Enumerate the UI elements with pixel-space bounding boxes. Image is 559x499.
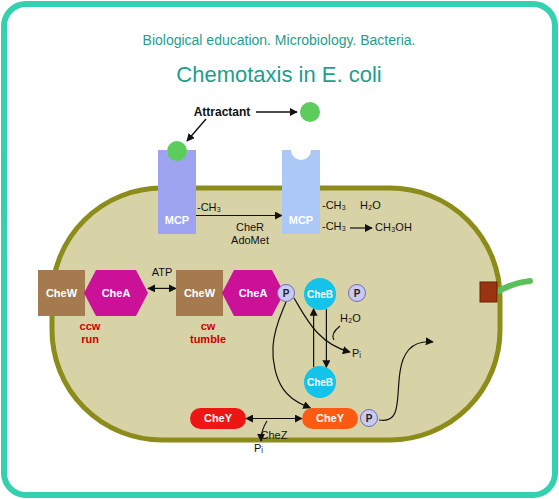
node-label: CheA [102, 287, 131, 299]
chemical-label: H₂O [360, 199, 381, 212]
node-label: CheY [204, 412, 232, 424]
node-label: P [283, 288, 290, 299]
phosphate-circle: P [348, 284, 366, 302]
node-label: MCP [289, 214, 313, 226]
hexagon-fill [84, 270, 148, 316]
node-label: P [366, 413, 373, 424]
state-label: ccw run [80, 320, 101, 346]
reaction-arrow [196, 215, 282, 216]
node-label: CheA [239, 287, 268, 299]
receptor-fill [282, 150, 320, 234]
state-label: cw tumble [190, 320, 226, 346]
node-label: P [354, 288, 361, 299]
chey-protein: CheY [190, 408, 246, 429]
pointer-arrow [256, 111, 297, 112]
phosphate-circle: P [277, 284, 295, 302]
receptor-mcp: MCP [282, 150, 320, 234]
connector-label: CheZ [261, 429, 288, 442]
attractant-molecule [300, 102, 320, 122]
node-label: CheW [46, 287, 77, 299]
cheb-protein: CheB [304, 278, 336, 310]
pointer-arrow [187, 119, 206, 141]
connector-label: ATP [152, 266, 173, 279]
cheb-protein: CheB [304, 366, 336, 398]
methyl-group-label: -CH₃ [322, 220, 346, 233]
node-label: CheY [316, 412, 344, 424]
chemical-label: Pᵢ [254, 442, 263, 455]
water-input-line [333, 326, 340, 340]
chea-kinase: CheA [84, 270, 148, 316]
attractant-label: Attractant [194, 105, 251, 119]
phosphate-circle: P [360, 409, 378, 427]
diagram-title: Chemotaxis in E. coli [176, 62, 381, 88]
methyl-group-label: -CH₃ [197, 201, 221, 214]
chew-protein: CheW [38, 270, 85, 316]
hexagon-fill [222, 270, 284, 316]
node-label: CheB [307, 289, 333, 300]
reaction-arrow [350, 227, 372, 228]
node-label: CheW [184, 287, 215, 299]
node-label: MCP [165, 214, 189, 226]
chea-kinase: CheA [222, 270, 284, 316]
flagellum [497, 281, 530, 292]
receptor-mcp: MCP [158, 150, 196, 234]
chey-protein: CheY [302, 408, 358, 429]
subject-heading: Biological education. Microbiology. Bact… [143, 32, 416, 48]
node-label: CheB [307, 377, 333, 388]
receptor-fill [158, 150, 196, 234]
chemical-label: CH₃OH [375, 221, 412, 234]
page-frame [4, 4, 555, 495]
signal-to-motor-arrow [379, 342, 433, 421]
bound-attractant [167, 141, 187, 161]
reaction-arrow [148, 288, 176, 289]
cell-body [52, 188, 500, 440]
chemical-label: Pᵢ [352, 347, 361, 360]
reaction-arrow [326, 309, 327, 368]
reaction-arrow [313, 309, 314, 368]
reaction-arrow [246, 418, 302, 419]
chew-protein: CheW [176, 270, 223, 316]
connector-label: CheR AdoMet [231, 221, 269, 247]
flagellar-motor [480, 282, 497, 302]
chemical-label: H₂O [340, 312, 361, 325]
reaction-arrow [273, 302, 311, 408]
methyl-group-label: -CH₃ [322, 199, 346, 212]
connector-group [148, 216, 326, 419]
